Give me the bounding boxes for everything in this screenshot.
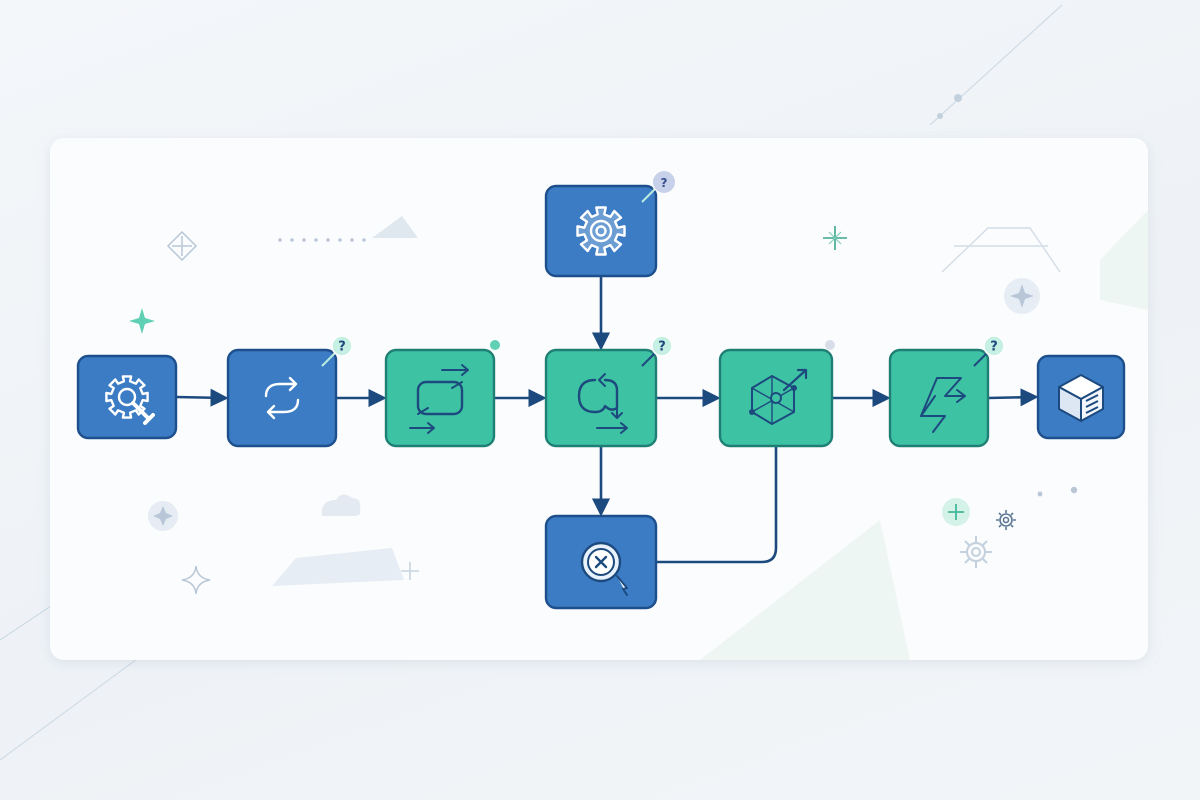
panel-decorations — [129, 210, 1148, 660]
node-sync[interactable]: ? — [226, 335, 353, 448]
edges — [175, 276, 1039, 564]
help-badge-circle — [331, 335, 353, 357]
node-settings-tool[interactable] — [76, 354, 178, 440]
node-review[interactable] — [544, 514, 658, 610]
plus-icon — [948, 504, 964, 520]
crosshair-sparkle-icon — [823, 226, 847, 250]
sparkle-icon — [1010, 284, 1034, 308]
edge-process-to-storage — [987, 388, 1039, 407]
sparkle-icon — [153, 506, 173, 526]
node-network[interactable] — [718, 348, 834, 448]
help-icon: ? — [658, 340, 666, 355]
node-config[interactable]: ? — [544, 171, 673, 278]
bridge-shape — [941, 227, 1061, 273]
exchange-arrows-icon — [409, 364, 469, 434]
node-process[interactable]: ? — [888, 335, 1005, 448]
node-loop-box — [544, 348, 658, 448]
status-dot — [490, 340, 500, 350]
sparkle-icon — [129, 308, 155, 334]
status-dot — [653, 171, 675, 193]
network-hex-icon — [749, 368, 808, 425]
mountain-shape — [372, 216, 418, 238]
node-transfer-box — [384, 348, 496, 448]
cloud-shape — [321, 494, 361, 516]
server-cube-icon — [1058, 374, 1104, 422]
node-transfer[interactable] — [384, 348, 496, 448]
refresh-icon — [264, 376, 300, 420]
dot — [1070, 486, 1078, 494]
node-loop[interactable]: ? — [544, 335, 673, 448]
gear-icon — [576, 206, 626, 256]
dotted-line — [278, 238, 366, 242]
nodes: ????? — [76, 171, 1126, 610]
node-storage[interactable] — [1036, 354, 1126, 440]
hill-shape — [700, 520, 910, 660]
edge-settings-tool-to-sync — [175, 388, 229, 407]
hill-shape — [1100, 210, 1148, 310]
help-icon: ? — [338, 340, 346, 355]
sparkle-icon — [181, 565, 211, 595]
search-cancel-icon — [580, 541, 628, 596]
lightning-icon — [920, 377, 966, 433]
gear-decoration-icon — [960, 536, 992, 568]
help-icon: ? — [661, 176, 668, 190]
help-badge[interactable]: ? — [641, 335, 673, 367]
node-sync-box — [226, 348, 338, 448]
gear-wrench-icon — [105, 375, 155, 425]
help-badge-circle — [983, 335, 1005, 357]
status-dot — [825, 340, 835, 350]
node-config-box — [544, 184, 658, 278]
edge-review-to-network — [656, 446, 778, 564]
help-badge[interactable]: ? — [973, 335, 1005, 367]
platform-shape — [272, 548, 404, 586]
help-badge-circle — [651, 335, 673, 357]
help-badge[interactable]: ? — [321, 335, 353, 367]
node-settings-tool-box — [76, 354, 178, 440]
loop-arrow-icon — [577, 373, 628, 434]
gear-decoration-icon — [996, 510, 1016, 530]
help-icon: ? — [990, 340, 998, 355]
node-process-box — [888, 348, 990, 448]
dot — [1037, 491, 1043, 497]
plus-icon — [401, 562, 419, 580]
diamond-sparkle-icon — [166, 230, 198, 262]
